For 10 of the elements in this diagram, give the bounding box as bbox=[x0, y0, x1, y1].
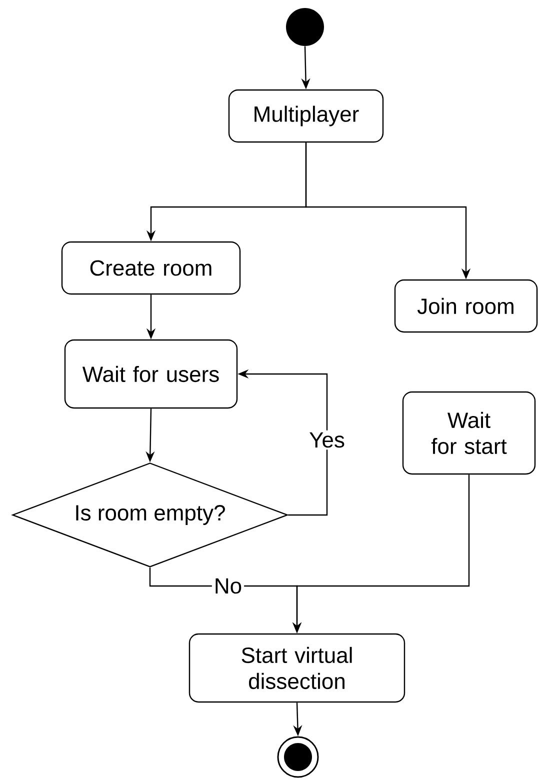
edge-label: Yes bbox=[307, 430, 347, 450]
activity-box: Create room bbox=[61, 241, 241, 295]
edge-label: No bbox=[212, 576, 244, 596]
activity-box: Start virtual dissection bbox=[188, 633, 406, 703]
activity-box: Wait for users bbox=[64, 339, 238, 409]
start-node bbox=[286, 8, 324, 46]
activity-box: Wait for start bbox=[402, 391, 536, 475]
end-node bbox=[277, 736, 319, 778]
activity-box: Multiplayer bbox=[228, 89, 384, 143]
activity-box: Join room bbox=[394, 279, 538, 333]
